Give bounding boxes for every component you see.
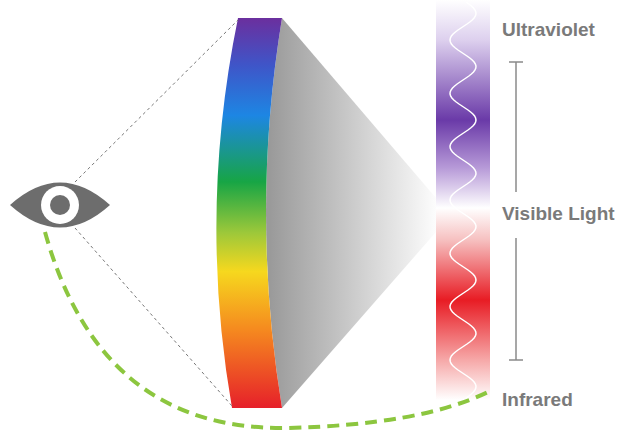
wave-line xyxy=(450,2,476,398)
sight-line xyxy=(75,20,238,182)
eye-iris xyxy=(41,186,79,224)
spectrum-label: Infrared xyxy=(500,390,575,411)
eye-icon xyxy=(10,183,110,228)
light-cone xyxy=(266,18,436,408)
spectrum-label: Visible Light xyxy=(500,204,617,225)
infrared-path xyxy=(45,232,488,428)
spectrum-strip xyxy=(436,0,490,400)
eye-pupil xyxy=(50,195,70,215)
spectrum-label: Ultraviolet xyxy=(500,20,597,41)
visible-band xyxy=(216,18,282,408)
sight-line xyxy=(75,228,232,406)
